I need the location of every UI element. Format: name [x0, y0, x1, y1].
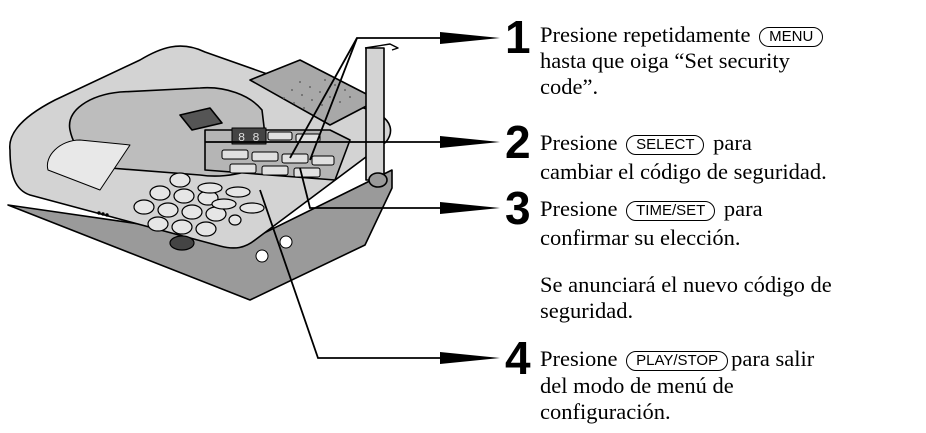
callout-line-3: [299, 167, 440, 209]
arrowhead-4: [440, 352, 500, 364]
answering-machine-illustration: 8 8: [7, 43, 399, 301]
select-key: SELECT: [626, 135, 705, 155]
step-4-number: 4: [505, 332, 531, 384]
step-3-text: Presione: [540, 196, 618, 221]
step-3-line-1: Presione TIME/SET para: [540, 196, 763, 222]
time-set-key: TIME/SET: [626, 201, 716, 221]
step-1-line-1: Presione repetidamente MENU: [540, 22, 826, 48]
step-2-line-1: Presione SELECT para: [540, 130, 752, 156]
step-4-line-3: configuración.: [540, 399, 671, 424]
step-1-line-2: hasta que oiga “Set security: [540, 48, 790, 73]
arrowhead-2: [440, 136, 500, 148]
step-3-text-after: para: [723, 196, 763, 221]
callout-line-1b: [289, 37, 358, 159]
play-stop-key: PLAY/STOP: [626, 351, 729, 371]
step-4-text: Presione: [540, 346, 618, 371]
callout-lines: [205, 37, 440, 359]
step-1-text: Presione repetidamente: [540, 22, 751, 47]
step-4-text-after: para salir: [731, 346, 815, 371]
menu-key: MENU: [759, 27, 824, 47]
step-2-text: Presione: [540, 130, 618, 155]
step-2-number: 2: [505, 116, 531, 168]
step-3-number: 3: [505, 182, 531, 234]
callout-arrowheads: [440, 32, 500, 364]
step-2-line-2: cambiar el código de seguridad.: [540, 159, 827, 184]
step-3-note-line-1: Se anunciará el nuevo código de: [540, 272, 832, 297]
step-2-text-after: para: [713, 130, 752, 155]
callout-line-4: [259, 189, 440, 359]
step-3-line-2: confirmar su elección.: [540, 225, 741, 250]
step-3-note-line-2: seguridad.: [540, 298, 634, 323]
arrowhead-3: [440, 202, 500, 214]
step-1-number: 1: [505, 11, 531, 63]
step-4-line-2: del modo de menú de: [540, 373, 734, 398]
arrowhead-1: [440, 32, 500, 44]
step-1-line-3: code”.: [540, 74, 599, 99]
